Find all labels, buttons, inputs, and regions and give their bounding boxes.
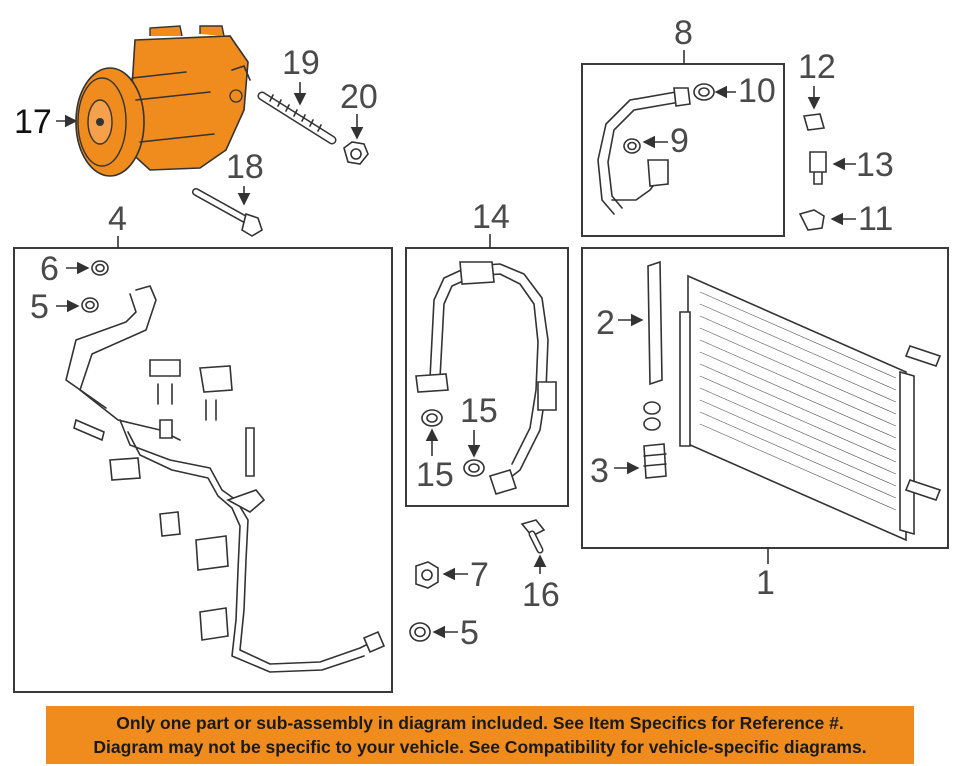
oring-10[interactable] bbox=[693, 83, 715, 101]
callout-1: 1 bbox=[756, 564, 775, 602]
bolt-11[interactable] bbox=[798, 209, 825, 231]
box-4 bbox=[13, 247, 393, 693]
callout-10: 10 bbox=[738, 72, 776, 110]
box-1 bbox=[581, 247, 949, 549]
callout-14: 14 bbox=[472, 198, 510, 236]
callout-20: 20 bbox=[340, 78, 378, 116]
box-8 bbox=[581, 63, 785, 237]
drier-seals[interactable] bbox=[643, 401, 661, 431]
box-14 bbox=[405, 247, 569, 507]
sensor-13[interactable] bbox=[809, 151, 827, 185]
callout-2: 2 bbox=[596, 304, 615, 342]
plug-3[interactable] bbox=[643, 443, 667, 479]
compressor-highlighted[interactable] bbox=[75, 25, 251, 177]
stud-19[interactable] bbox=[257, 91, 337, 145]
fittings-4[interactable] bbox=[109, 359, 255, 641]
banner-line-2: Diagram may not be specific to your vehi… bbox=[93, 737, 867, 757]
callout-15a: 15 bbox=[416, 456, 454, 494]
callout-9: 9 bbox=[670, 122, 689, 160]
callout-18: 18 bbox=[226, 148, 264, 186]
nut-20[interactable] bbox=[343, 141, 369, 165]
hose-assembly-8[interactable] bbox=[597, 87, 691, 215]
callout-4: 4 bbox=[108, 200, 127, 238]
callout-11: 11 bbox=[858, 200, 893, 238]
hose-assembly-14[interactable] bbox=[415, 261, 557, 495]
hose-assembly-4[interactable] bbox=[65, 285, 386, 673]
callout-8: 8 bbox=[674, 14, 693, 52]
callout-7: 7 bbox=[470, 556, 489, 594]
nut-7[interactable] bbox=[415, 561, 439, 589]
banner-line-1: Only one part or sub-assembly in diagram… bbox=[116, 713, 844, 733]
callout-5b: 5 bbox=[460, 614, 479, 652]
callout-13: 13 bbox=[856, 146, 894, 184]
callout-17: 17 bbox=[14, 103, 52, 141]
oring-15-right[interactable] bbox=[463, 459, 485, 477]
oring-5-lower[interactable] bbox=[409, 622, 431, 642]
disclaimer-banner: Only one part or sub-assembly in diagram… bbox=[46, 706, 914, 764]
callout-12: 12 bbox=[798, 48, 836, 86]
callout-15b: 15 bbox=[460, 392, 498, 430]
oring-15-left[interactable] bbox=[421, 409, 443, 427]
condenser-1[interactable] bbox=[679, 274, 915, 542]
callout-3: 3 bbox=[590, 452, 609, 490]
callout-16: 16 bbox=[522, 576, 560, 614]
mount-pins[interactable] bbox=[904, 345, 942, 501]
bolt-16[interactable] bbox=[520, 519, 546, 554]
callout-5a: 5 bbox=[30, 288, 49, 326]
drier-2[interactable] bbox=[647, 260, 663, 386]
bolt-18[interactable] bbox=[192, 188, 263, 237]
oring-9[interactable] bbox=[623, 138, 641, 154]
oring-6[interactable] bbox=[91, 260, 109, 276]
callout-6: 6 bbox=[40, 250, 59, 288]
oring-5-upper[interactable] bbox=[81, 297, 99, 313]
cap-12[interactable] bbox=[802, 113, 826, 131]
callout-19: 19 bbox=[282, 44, 320, 82]
